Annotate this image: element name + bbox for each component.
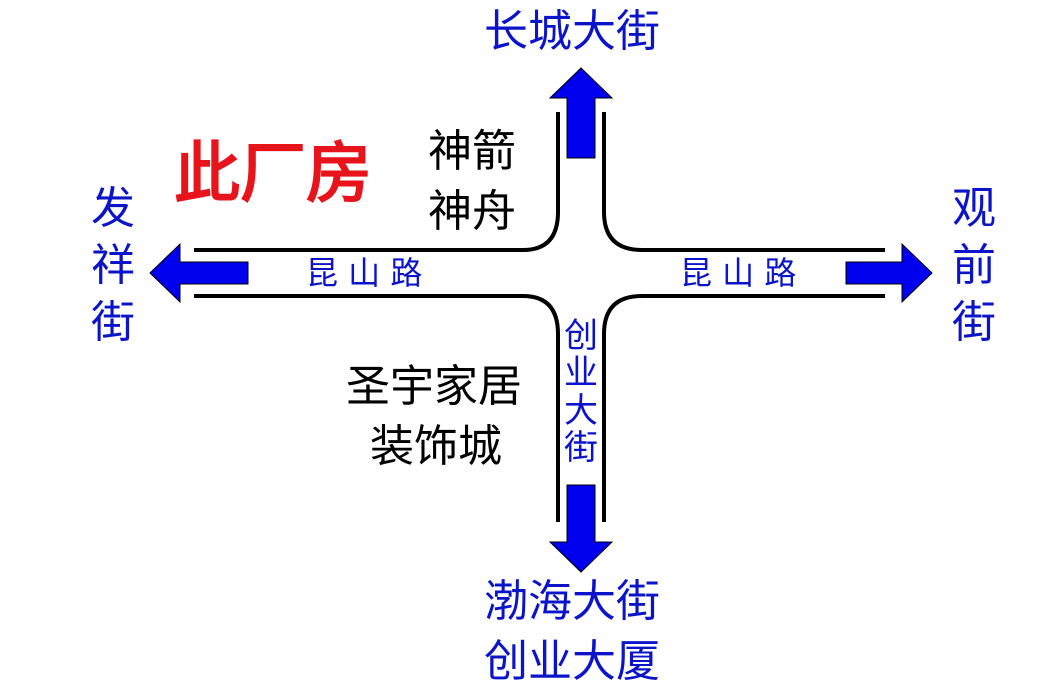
place-shenzhou: 神舟 bbox=[428, 186, 516, 237]
arrow-east bbox=[845, 242, 933, 304]
road-edge-se bbox=[602, 294, 885, 522]
road-name-east: 观前街 bbox=[952, 183, 996, 349]
place-shenjian: 神箭 bbox=[428, 126, 516, 177]
road-name-north: 长城大街 bbox=[484, 6, 660, 57]
road-name-west: 发祥街 bbox=[91, 183, 135, 349]
place-shengyu-home: 圣宇家居 bbox=[346, 361, 522, 412]
road-edge-sw bbox=[194, 294, 560, 522]
this-factory-label: 此厂房 bbox=[174, 134, 372, 212]
road-edges bbox=[194, 112, 885, 522]
road-label-chuangye: 创业大街 bbox=[564, 316, 598, 469]
direction-arrows bbox=[149, 67, 933, 573]
road-label-kunshan-east: 昆 山 路 bbox=[680, 254, 797, 292]
road-label-kunshan-west: 昆 山 路 bbox=[306, 254, 423, 292]
place-decoration-city: 装饰城 bbox=[370, 421, 502, 472]
arrow-north bbox=[548, 67, 614, 159]
arrow-west bbox=[149, 242, 249, 304]
landmark-chuangye-tower: 创业大厦 bbox=[484, 636, 660, 687]
arrow-south bbox=[548, 484, 614, 573]
road-name-south: 渤海大街 bbox=[484, 576, 660, 627]
road-edge-nw bbox=[194, 112, 560, 252]
road-edge-ne bbox=[602, 112, 885, 252]
